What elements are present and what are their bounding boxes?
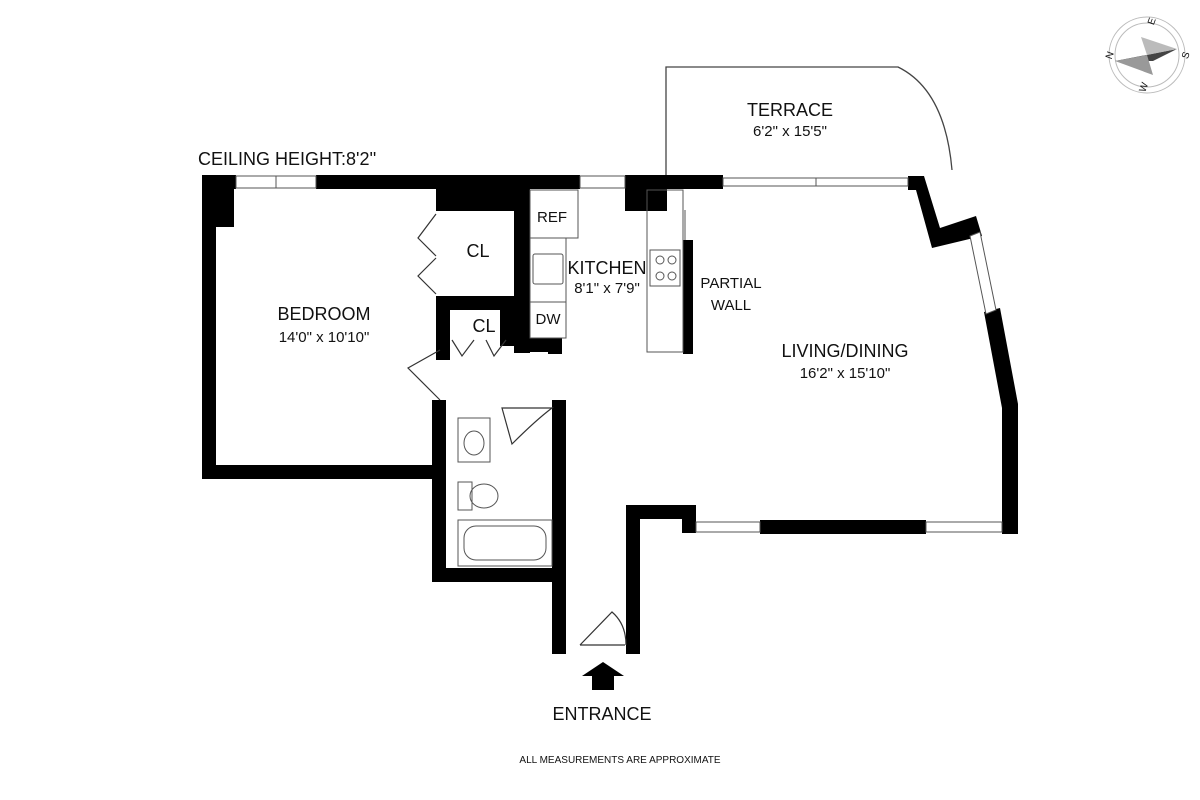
entrance-arrow-icon [582,662,624,690]
dishwasher [529,301,567,339]
compass-e: E [1146,16,1159,26]
kitchen-fixtures [529,189,686,353]
bedroom-name: BEDROOM [277,304,370,324]
compass-icon: N E S W [1104,16,1193,94]
bathroom-sink-icon [457,417,491,463]
entrance-label: ENTRANCE [552,704,651,724]
living-size: 16'2" x 15'10" [800,365,891,382]
walls [202,175,1018,654]
terrace-name: TERRACE [747,100,833,120]
bedroom-size: 14'0" x 10'10" [279,329,370,346]
closet1-label: CL [466,241,489,261]
dw-label: DW [536,311,562,328]
compass-w: W [1138,81,1152,94]
terrace-outline [665,66,953,176]
toilet-icon [457,481,473,511]
sink-icon [532,253,564,285]
closet2-label: CL [472,316,495,336]
kitchen-name: KITCHEN [567,258,646,278]
bathtub-icon [457,519,553,567]
ref-label: REF [537,209,567,226]
stove-icon [649,249,681,287]
windows [235,175,1003,533]
kitchen-size: 8'1" x 7'9" [574,280,640,297]
living-name: LIVING/DINING [781,341,908,361]
bathroom-fixtures [457,417,553,567]
terrace-size: 6'2" x 15'5" [753,123,827,140]
partial-wall-label-2: WALL [711,297,751,314]
compass-s: S [1180,50,1193,60]
compass-n: N [1104,50,1117,61]
partial-wall-label-1: PARTIAL [700,275,761,292]
footnote: ALL MEASUREMENTS ARE APPROXIMATE [519,755,720,766]
doors [407,213,627,646]
ceiling-height-label: CEILING HEIGHT:8'2'' [198,149,376,169]
